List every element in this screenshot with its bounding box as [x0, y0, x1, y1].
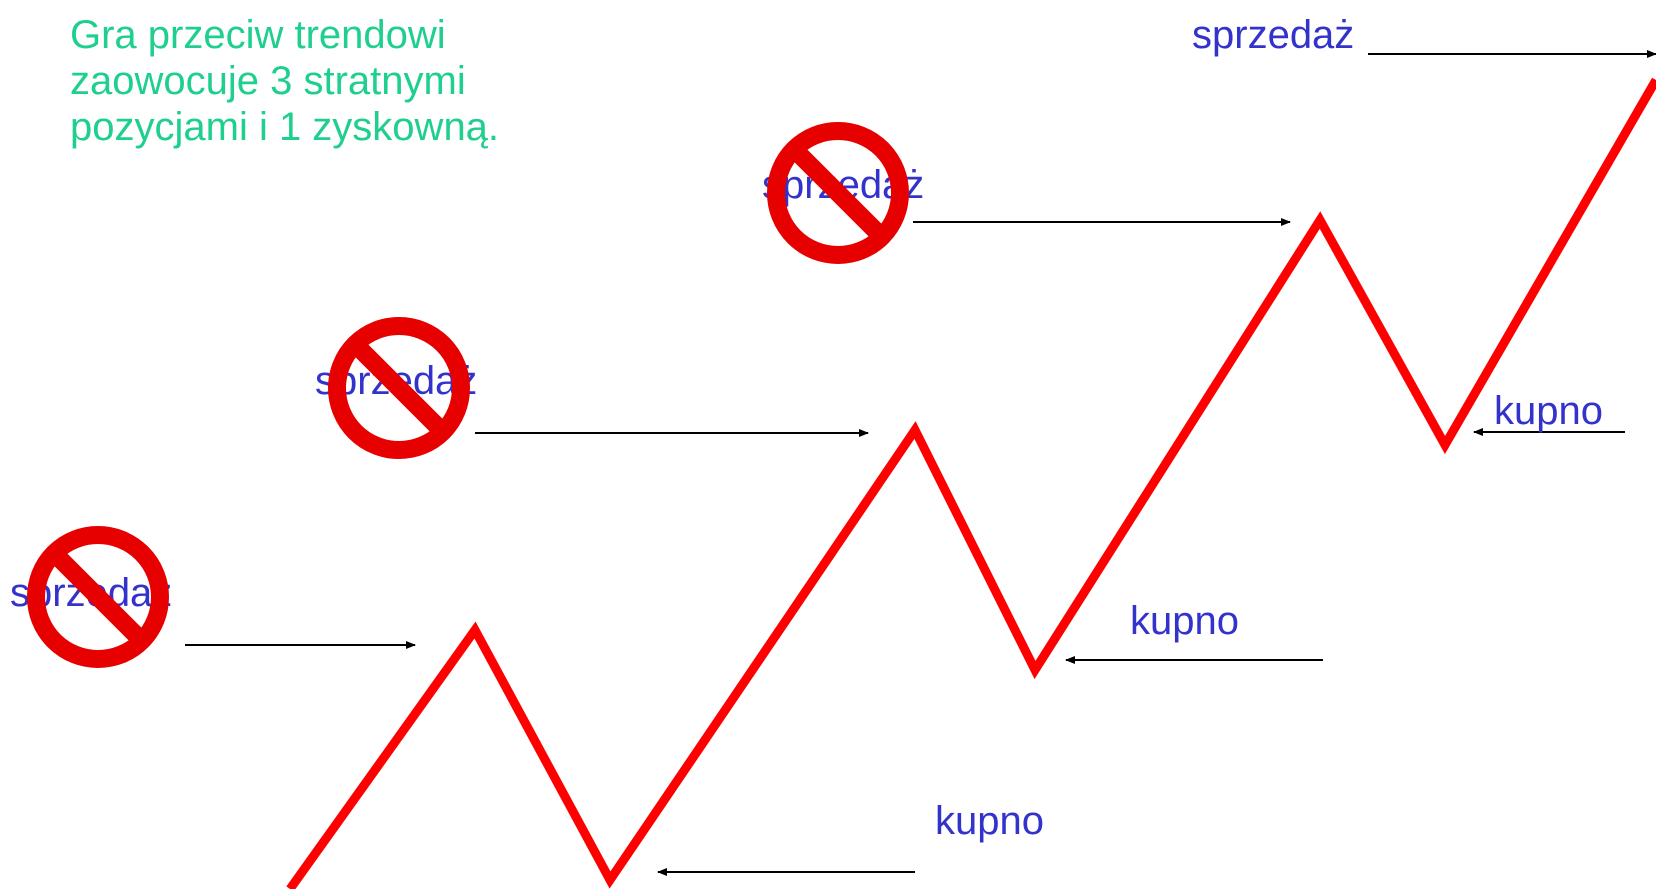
heading-line-3: pozycjami i 1 zyskowną.: [70, 105, 500, 149]
price-trend-line: [286, 77, 1656, 889]
prohibition-sign-icon: [328, 317, 470, 459]
heading-line-2: zaowocuje 3 stratnymi: [70, 59, 466, 103]
heading-line-1: Gra przeciw trendowi: [70, 13, 446, 57]
diagram-heading: Gra przeciw trendowi zaowocuje 3 stratny…: [70, 12, 630, 150]
sell-label-4: sprzedaż: [1192, 13, 1355, 57]
buy-label-2: kupno: [1130, 599, 1239, 643]
prohibition-sign-icon: [767, 122, 909, 264]
prohibition-sign-icon: [27, 526, 169, 668]
buy-label-1: kupno: [935, 799, 1044, 843]
buy-label-3: kupno: [1494, 389, 1603, 433]
